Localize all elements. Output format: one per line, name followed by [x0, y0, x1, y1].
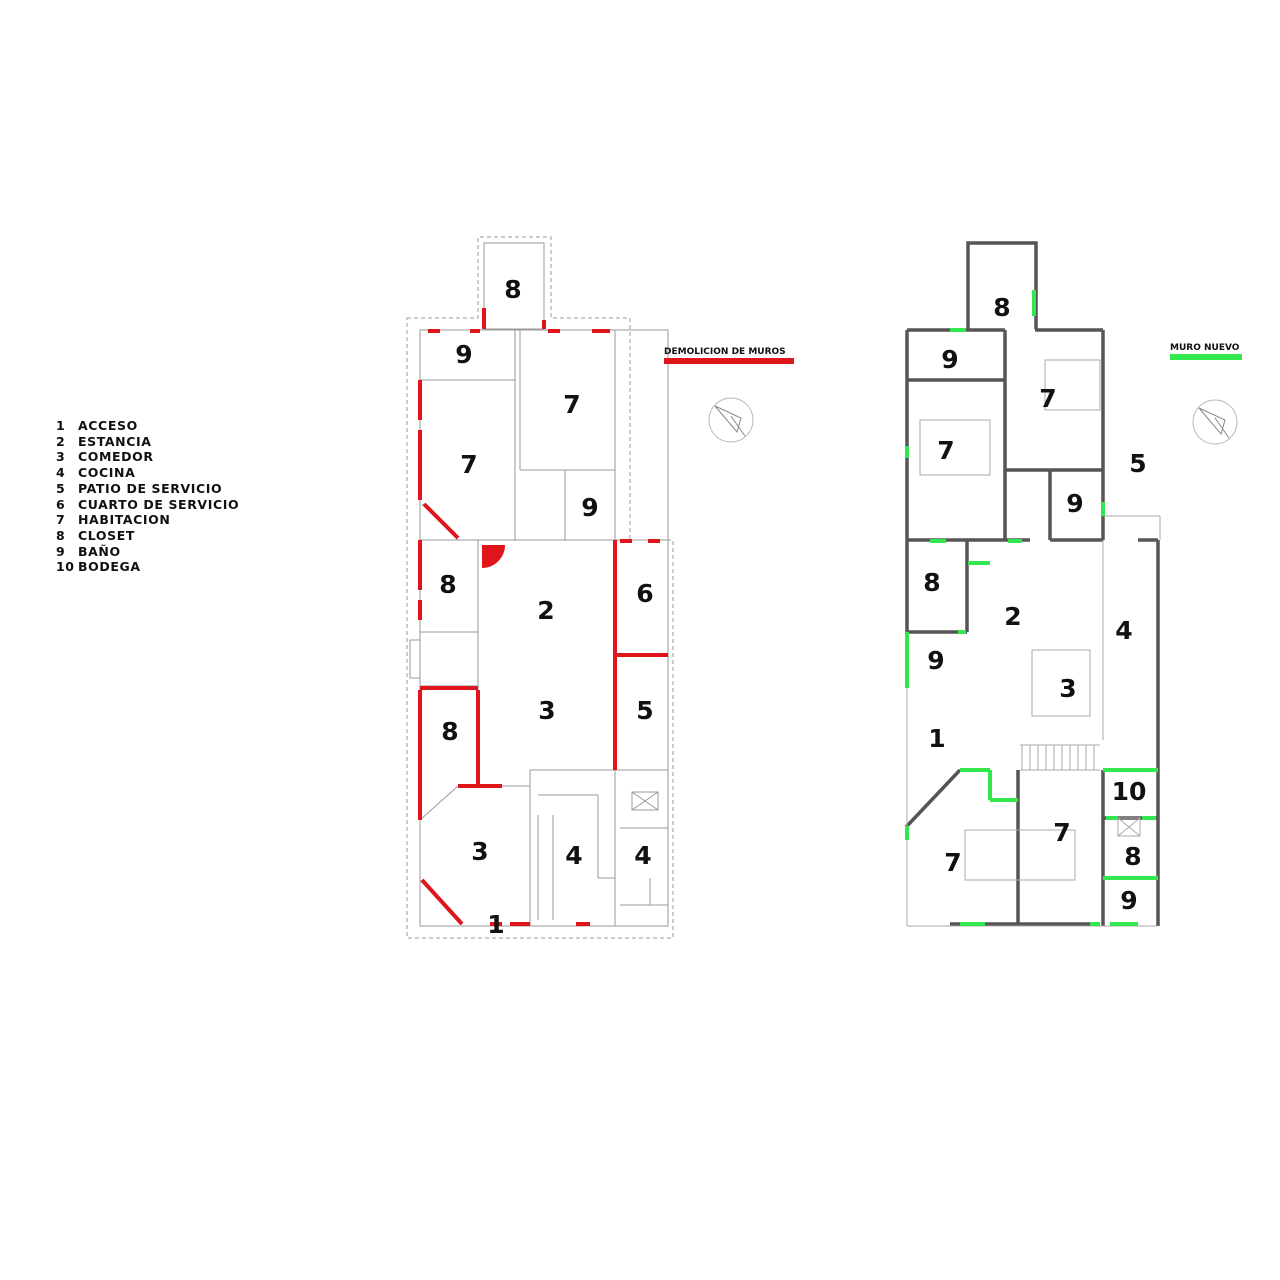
- room-number: 8: [1124, 842, 1141, 871]
- north-arrow-icon: [708, 397, 754, 443]
- room-number: 9: [581, 493, 598, 522]
- room-number: 9: [455, 340, 472, 369]
- new-walls: [905, 290, 1158, 926]
- room-number: 9: [941, 345, 958, 374]
- room-number: 7: [563, 390, 580, 419]
- room-number: 8: [923, 568, 940, 597]
- room-number: 10: [1112, 777, 1147, 806]
- room-number: 4: [565, 841, 582, 870]
- room-number: 1: [487, 910, 504, 939]
- room-number: 5: [1129, 449, 1146, 478]
- room-number: 5: [636, 696, 653, 725]
- demolition-swatch: [664, 358, 794, 364]
- demolition-tag: DEMOLICION DE MUROS: [664, 347, 786, 357]
- room-number: 7: [937, 436, 954, 465]
- new-wall-swatch: [1170, 354, 1242, 360]
- closet-top-walls: [483, 242, 545, 330]
- existing-plan: [406, 236, 674, 939]
- room-number: 7: [460, 450, 477, 479]
- room-number: 8: [439, 570, 456, 599]
- room-number: 8: [504, 275, 521, 304]
- room-number: 3: [1059, 674, 1076, 703]
- room-number: 6: [636, 579, 653, 608]
- room-number: 8: [993, 293, 1010, 322]
- demolition-walls: [418, 308, 668, 926]
- property-outline: [406, 236, 674, 939]
- room-number: 2: [1004, 602, 1021, 631]
- room-number: 4: [634, 841, 651, 870]
- closet-top-walls: [966, 241, 1038, 329]
- room-number: 9: [1120, 886, 1137, 915]
- door-swing-demolition: [482, 545, 505, 568]
- duct: [631, 791, 659, 811]
- room-number: 7: [1053, 818, 1070, 847]
- room-number: 8: [441, 717, 458, 746]
- side-window: [409, 639, 421, 679]
- room-number: 9: [927, 646, 944, 675]
- room-number: 3: [538, 696, 555, 725]
- room-number: 7: [944, 848, 961, 877]
- stair: [1021, 745, 1095, 770]
- room-number: 7: [1039, 384, 1056, 413]
- room-number: 9: [1066, 489, 1083, 518]
- exterior-walls: [419, 329, 669, 927]
- new-wall-tag: MURO NUEVO: [1170, 343, 1240, 353]
- proposed-room-labels: 8 9 7 7 5 9 8 2 4 9 3 1 10 7 8 7 9: [923, 293, 1146, 915]
- north-arrow-icon: [1192, 399, 1238, 445]
- room-number: 4: [1115, 616, 1132, 645]
- room-number: 2: [537, 596, 554, 625]
- existing-room-labels: 8 9 7 7 9 8 2 6 3 5 8 3 4 4 1: [439, 275, 653, 939]
- room-number: 1: [928, 724, 945, 753]
- room-number: 3: [471, 837, 488, 866]
